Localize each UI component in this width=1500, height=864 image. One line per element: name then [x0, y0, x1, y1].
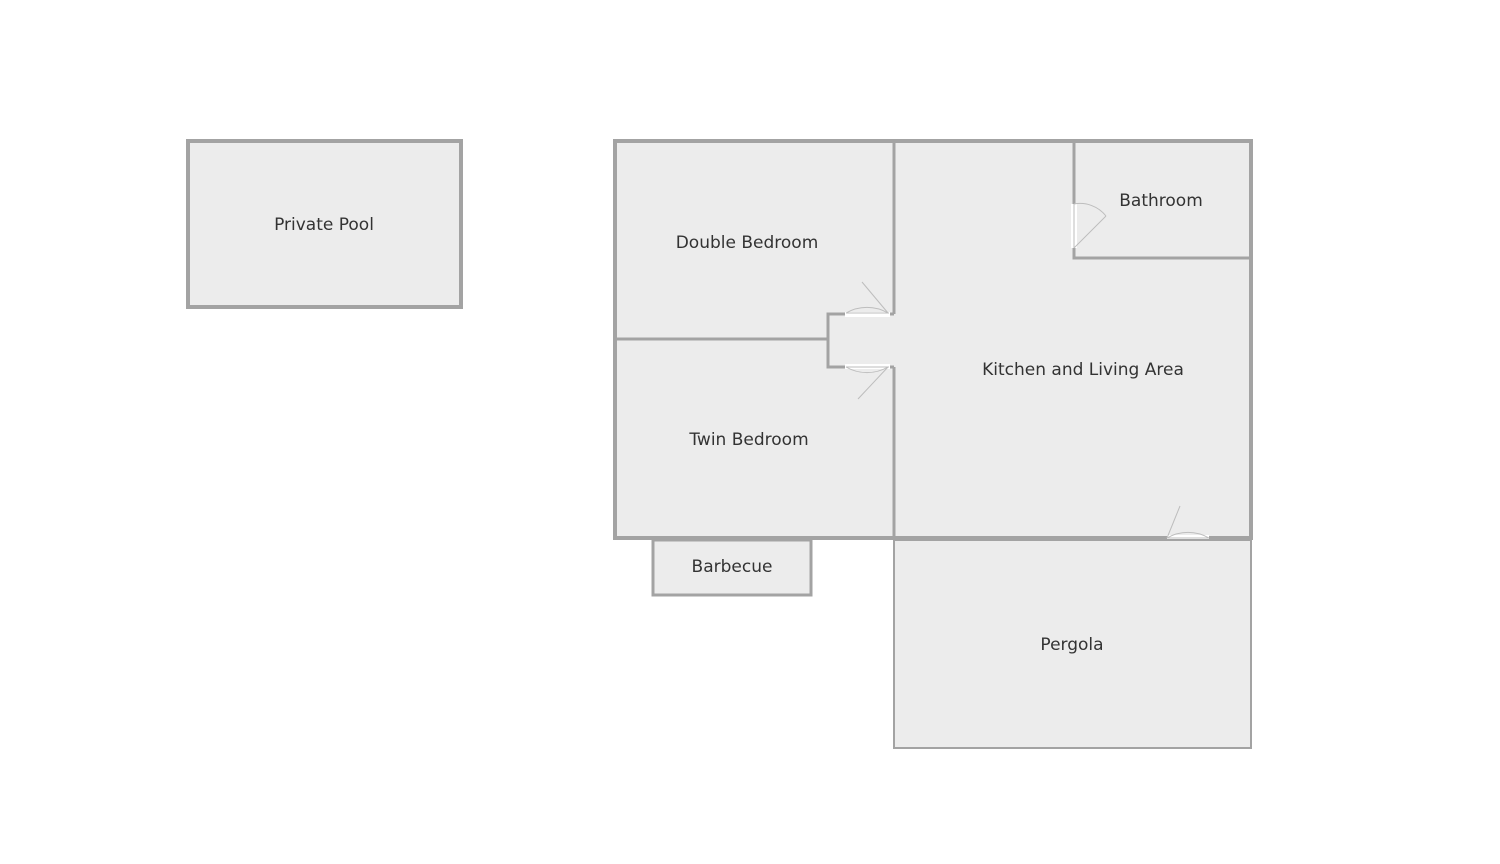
pergola-area: [893, 539, 1252, 749]
twin-bedroom-floor: [615, 339, 894, 538]
kitchen-living-label: Kitchen and Living Area: [982, 360, 1184, 380]
pergola-label: Pergola: [1040, 635, 1103, 655]
door-pergola-icon: [1166, 505, 1210, 539]
door-gap-double-bedroom: [845, 312, 890, 317]
bathroom-wall: [1072, 141, 1251, 260]
twin-bedroom-label: Twin Bedroom: [688, 430, 808, 450]
double-bedroom-floor: [615, 142, 894, 339]
barbecue-area: [651, 538, 813, 597]
main-building: [613, 139, 1253, 541]
private-pool-label: Private Pool: [274, 215, 374, 235]
private-pool-area: [186, 139, 463, 309]
door-double-bedroom-icon: [845, 281, 889, 314]
hall-nook-floor: [828, 314, 894, 367]
door-twin-bedroom-icon: [845, 366, 889, 400]
door-bathroom-icon: [1073, 202, 1107, 249]
double-bedroom-label: Double Bedroom: [676, 233, 819, 253]
bathroom-label: Bathroom: [1119, 191, 1203, 211]
barbecue-label: Barbecue: [692, 557, 773, 577]
